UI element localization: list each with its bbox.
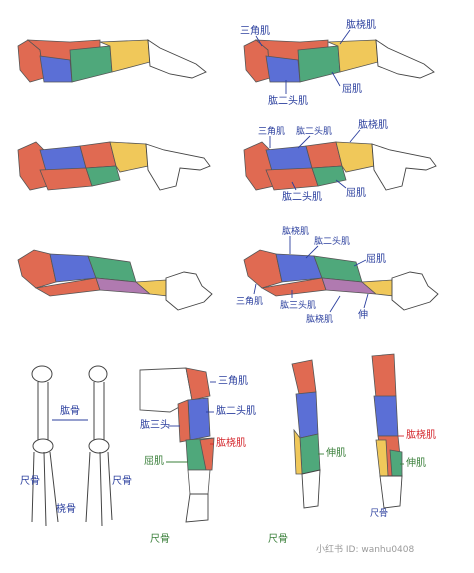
label-extensor-r3: 伸 bbox=[358, 309, 368, 321]
label-deltoid-r2: 三角肌 bbox=[258, 125, 285, 137]
arm-row2-right: 三角肌 肱二头肌 肱桡肌 肱二头肌 屈肌 bbox=[243, 118, 437, 203]
label-brachioradialis-r3: 肱桡肌 bbox=[282, 225, 309, 237]
label-extensor-back: 伸肌 bbox=[406, 457, 426, 469]
arm-row2-left bbox=[17, 141, 211, 191]
label-biceps-r3: 肱二头肌 bbox=[314, 236, 350, 247]
label-brachioradialis-r2: 肱桡肌 bbox=[358, 118, 388, 131]
arm-row1-right: 三角肌 肱桡肌 肱二头肌 屈肌 bbox=[240, 18, 435, 107]
caption-side: 尺骨 bbox=[268, 533, 288, 545]
label-deltoid: 三角肌 bbox=[240, 25, 270, 37]
label-humerus: 肱骨 bbox=[60, 405, 80, 417]
skeleton-diagram: 肱骨 尺骨 桡骨 尺骨 bbox=[20, 365, 132, 527]
label-deltoid-front: 三角肌 bbox=[218, 375, 248, 387]
arm-side-view: 伸肌 尺骨 bbox=[268, 359, 346, 545]
label-radius: 桡骨 bbox=[56, 502, 76, 515]
label-ulna-back: 尺骨 bbox=[370, 508, 388, 519]
label-brachioradialis-front: 肱桡肌 bbox=[216, 436, 246, 449]
arm-front-view: 三角肌 肱二头肌 肱三头 肱桡肌 屈肌 尺骨 bbox=[139, 367, 256, 545]
label-triceps-front: 肱三头 bbox=[140, 419, 170, 431]
label-biceps-bottom-r2: 肱二头肌 bbox=[282, 191, 322, 203]
arm-row3-left bbox=[17, 249, 213, 311]
arm-row3-right: 肱桡肌 肱二头肌 屈肌 三角肌 肱三头肌 肱桡肌 伸 bbox=[236, 225, 439, 325]
arm-row1-left bbox=[17, 39, 207, 83]
caption-front: 尺骨 bbox=[150, 533, 170, 545]
label-ulna2: 尺骨 bbox=[112, 475, 132, 487]
label-biceps-top-r2: 肱二头肌 bbox=[296, 126, 332, 137]
arm-back-view: 肱桡肌 伸肌 尺骨 bbox=[370, 353, 436, 519]
hand-outline bbox=[147, 39, 207, 79]
biceps-muscle bbox=[39, 55, 73, 83]
label-flexor-r3: 屈肌 bbox=[366, 253, 386, 265]
label-triceps-r3: 肱三头肌 bbox=[280, 300, 316, 311]
flexor-muscle bbox=[69, 45, 113, 83]
label-brachioradialis: 肱桡肌 bbox=[346, 18, 376, 31]
label-flexor: 屈肌 bbox=[342, 83, 362, 95]
label-ulna: 尺骨 bbox=[20, 475, 40, 487]
label-brachioradialis-bottom-r3: 肱桡肌 bbox=[306, 313, 333, 325]
label-biceps-front: 肱二头肌 bbox=[216, 405, 256, 417]
label-biceps: 肱二头肌 bbox=[268, 95, 308, 107]
label-brachioradialis-back: 肱桡肌 bbox=[406, 428, 436, 441]
watermark: 小红书 ID: wanhu0408 bbox=[316, 543, 415, 555]
label-flexor-front: 屈肌 bbox=[144, 455, 164, 467]
label-deltoid-r3: 三角肌 bbox=[236, 295, 263, 307]
label-flexor-r2: 屈肌 bbox=[346, 187, 366, 199]
label-extensor-side: 伸肌 bbox=[326, 447, 346, 459]
brachioradialis-muscle bbox=[99, 39, 151, 73]
